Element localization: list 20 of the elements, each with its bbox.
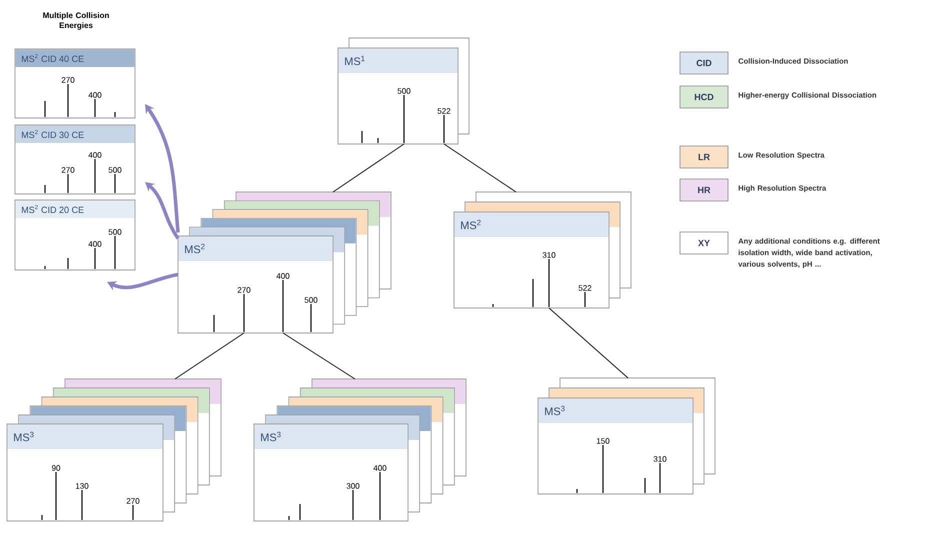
connector-line [548,308,628,378]
node-label: MS$^{3}$ [261,432,281,442]
node-label: MS [545,407,560,416]
card-stack: MS$^{2}$ 310 522 [454,192,632,308]
card-stack: MS$^{3}$ 300 400 [254,378,466,522]
card-stack: MS$^{2}$ 270 400 500 [178,192,392,334]
node-label: MS$^{2}$ [185,244,205,254]
connector-line [282,332,356,380]
spectrum-card: MS$^{2}$ CID 40 CE 270 400 [14,48,136,118]
node-label: 300 [346,483,360,489]
card-stack: MS$^{1}$ 500 522 [338,38,470,144]
connector-line [174,332,244,380]
connector-line [332,144,404,192]
spectrum-card: MS$^{2}$ CID 30 CE 270 400 500 [14,124,136,194]
card-stack: MS$^{3}$ 150 310 [538,378,716,494]
card-stack: MS$^{3}$ 90 130 270 [6,378,222,522]
connector-line [444,144,516,192]
spectrum-card: MS$^{2}$ CID 20 CE 400 500 [14,200,136,270]
heading: Multiple Collision Energies [43,12,109,30]
curved-arrow [145,182,180,240]
